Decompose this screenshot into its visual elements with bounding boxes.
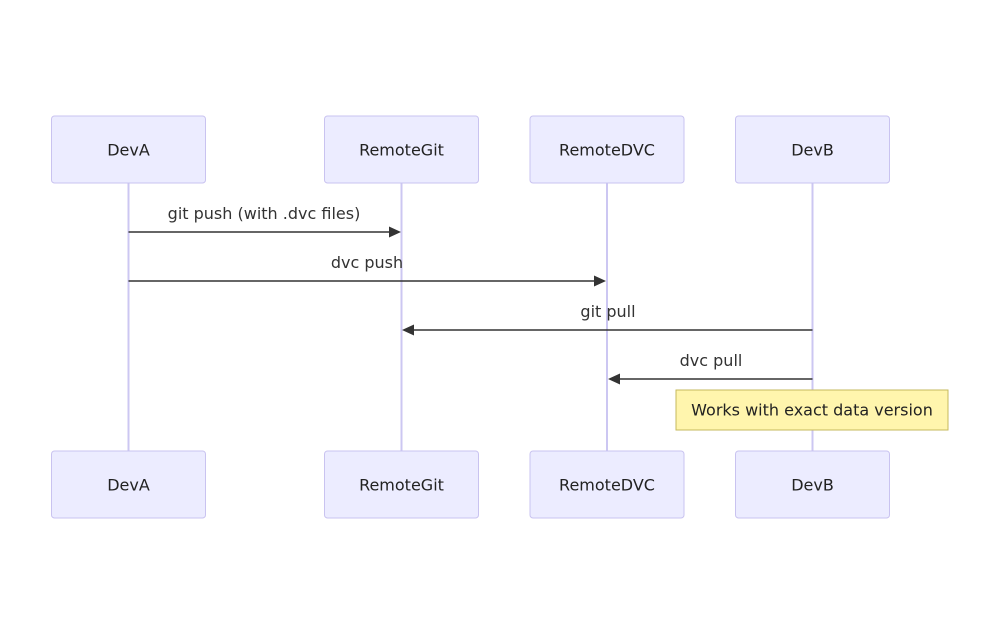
actor-label: RemoteGit	[359, 476, 444, 495]
message-label: git push (with .dvc files)	[168, 204, 361, 223]
actor-top-remotegit: RemoteGit	[324, 115, 479, 184]
actor-bottom-devb: DevB	[735, 450, 890, 519]
arrowhead-icon	[608, 373, 620, 385]
message-label: dvc pull	[680, 351, 743, 370]
actor-top-devb: DevB	[735, 115, 890, 184]
note-over-devb: Works with exact data version	[675, 389, 949, 431]
message-label: dvc push	[331, 253, 403, 272]
actor-label: RemoteGit	[359, 141, 444, 160]
actor-bottom-remotegit: RemoteGit	[324, 450, 479, 519]
arrowhead-icon	[594, 275, 606, 287]
arrowhead-icon	[402, 324, 414, 336]
arrowhead-icon	[389, 226, 401, 238]
actor-label: DevB	[791, 476, 834, 495]
actor-bottom-deva: DevA	[51, 450, 206, 519]
actor-label: RemoteDVC	[559, 476, 655, 495]
actor-label: DevA	[107, 476, 150, 495]
message-git-push: git push (with .dvc files)	[128, 204, 401, 238]
actor-top-remotedvc: RemoteDVC	[529, 115, 685, 184]
message-dvc-push: dvc push	[128, 253, 606, 287]
message-label: git pull	[580, 302, 635, 321]
actor-label: RemoteDVC	[559, 141, 655, 160]
actor-label: DevA	[107, 141, 150, 160]
message-git-pull: git pull	[402, 302, 813, 336]
message-dvc-pull: dvc pull	[608, 351, 813, 385]
actor-label: DevB	[791, 141, 834, 160]
note-text: Works with exact data version	[691, 401, 933, 420]
actor-bottom-remotedvc: RemoteDVC	[529, 450, 685, 519]
actor-top-deva: DevA	[51, 115, 206, 184]
